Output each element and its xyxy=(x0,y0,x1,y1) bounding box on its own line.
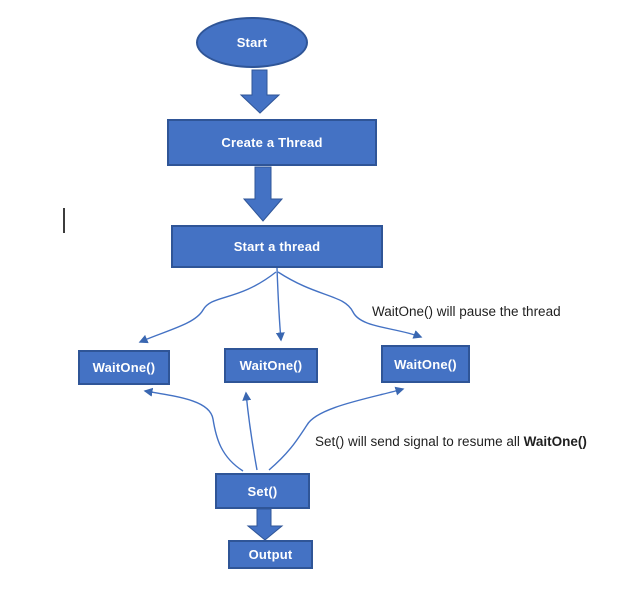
node-output-label: Output xyxy=(248,547,293,562)
node-waitone-left: WaitOne() xyxy=(78,350,170,385)
connector-set-to-waitone-right xyxy=(268,386,405,471)
annotation-pause-note: WaitOne() will pause the thread xyxy=(372,304,561,319)
annotation-resume-note-bold: WaitOne() xyxy=(523,434,587,449)
node-set-label: Set() xyxy=(247,483,278,499)
node-start-thread: Start a thread xyxy=(171,225,383,268)
node-output: Output xyxy=(228,540,313,569)
connector-startthread-to-waitone-center xyxy=(275,267,285,342)
connector-set-to-waitone-center xyxy=(242,391,258,471)
node-start-thread-label: Start a thread xyxy=(233,239,321,254)
node-create-thread: Create a Thread xyxy=(167,119,377,166)
block-arrow-start-to-create xyxy=(239,69,281,114)
block-arrow-create-to-startthread xyxy=(242,166,284,222)
node-waitone-right-label: WaitOne() xyxy=(394,356,457,372)
node-set: Set() xyxy=(215,473,310,509)
node-create-thread-label: Create a Thread xyxy=(221,135,323,150)
annotation-resume-note: Set() will send signal to resume all Wai… xyxy=(315,434,587,449)
node-start-label: Start xyxy=(236,35,268,50)
text-cursor-artifact xyxy=(63,208,65,233)
connector-set-to-waitone-left xyxy=(143,387,244,472)
node-waitone-right: WaitOne() xyxy=(381,345,470,383)
connector-startthread-to-waitone-left xyxy=(138,271,277,344)
node-waitone-left-label: WaitOne() xyxy=(92,360,156,375)
node-start: Start xyxy=(196,17,308,68)
annotation-resume-note-text: Set() will send signal to resume all xyxy=(315,434,524,449)
node-waitone-center-label: WaitOne() xyxy=(239,358,303,373)
block-arrow-set-to-output xyxy=(246,508,284,541)
node-waitone-center: WaitOne() xyxy=(224,348,318,383)
connector-startthread-to-waitone-right xyxy=(277,271,423,339)
